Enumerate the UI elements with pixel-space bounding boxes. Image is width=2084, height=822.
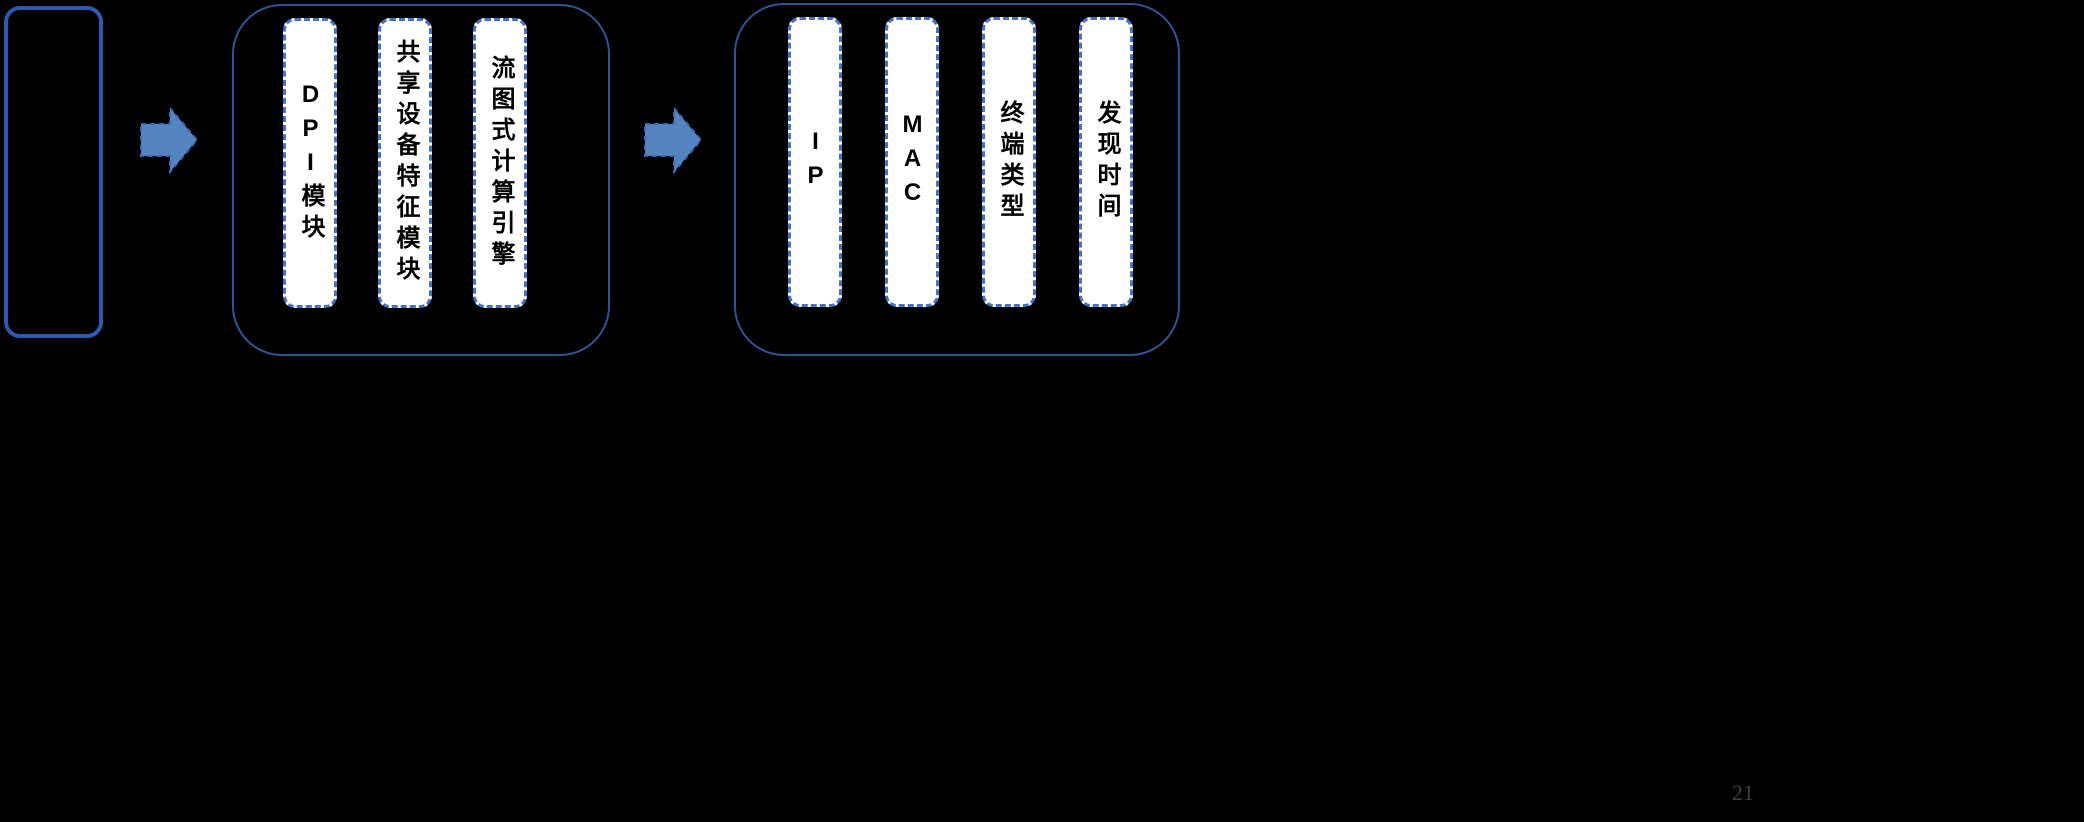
output-pill-label: MAC — [899, 111, 926, 213]
page-number: 21 — [1732, 780, 1754, 805]
output-pill-label: 终端类型 — [996, 100, 1023, 224]
module-group: DPI模块 共享设备特征模块 流图式计算引擎 — [232, 4, 610, 356]
output-pill: IP — [788, 17, 842, 307]
module-pill: 共享设备特征模块 — [378, 18, 432, 308]
module-pill: 流图式计算引擎 — [473, 18, 527, 308]
right-arrow-icon — [140, 106, 198, 174]
output-pill: 终端类型 — [982, 17, 1036, 307]
output-pill: MAC — [885, 17, 939, 307]
module-pill-label: DPI模块 — [297, 81, 324, 245]
module-pill-label: 流图式计算引擎 — [487, 54, 514, 272]
output-group: IP MAC 终端类型 发现时间 — [734, 3, 1180, 356]
right-arrow-icon — [644, 106, 702, 174]
module-pill: DPI模块 — [283, 18, 337, 308]
module-pill-label: 共享设备特征模块 — [392, 39, 419, 287]
output-pill-label: 发现时间 — [1093, 100, 1120, 224]
output-pill-label: IP — [802, 128, 829, 196]
input-box — [4, 6, 103, 338]
output-pill: 发现时间 — [1079, 17, 1133, 307]
